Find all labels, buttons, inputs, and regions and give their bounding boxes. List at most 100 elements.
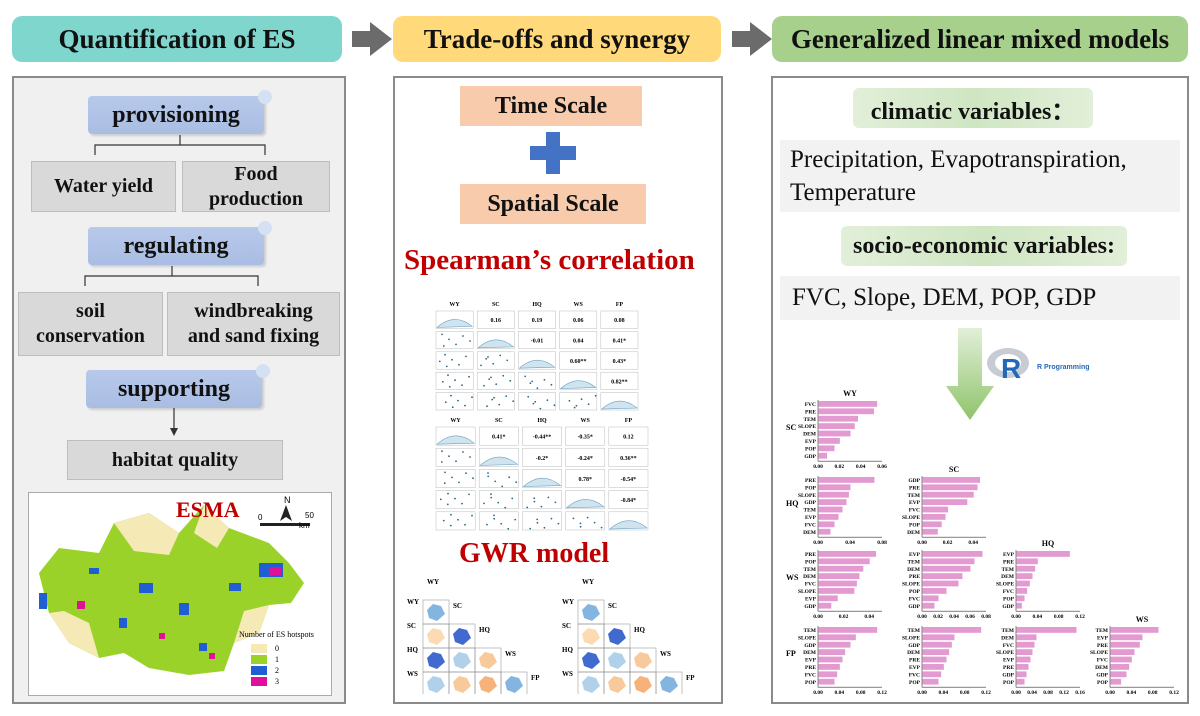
bar-category-label: SLOPE — [1090, 650, 1108, 656]
bar-category-label: PRE — [909, 658, 920, 664]
bar — [818, 558, 870, 565]
scatter-point — [447, 374, 449, 377]
gwr-col-label: SC — [453, 602, 462, 610]
header-tradeoffs: Trade-offs and synergy — [393, 16, 721, 62]
scatter-point — [515, 481, 518, 484]
bar-tick-label: 0.08 — [981, 614, 991, 620]
bar — [818, 602, 832, 609]
bar — [818, 649, 846, 655]
north-arrow-shape — [280, 505, 292, 521]
gwr-maps-2: WYWYSCSCHQHQWSWSFPFP — [562, 578, 695, 694]
scatter-point — [438, 360, 441, 363]
matrix-label: HQ — [532, 302, 542, 308]
correlation-value: 0.41* — [613, 339, 627, 345]
scatter-point — [457, 518, 459, 521]
matrix-cell — [478, 511, 519, 531]
matrix-cell — [565, 511, 606, 531]
supporting-label: supporting — [117, 375, 231, 402]
gwr-cell — [500, 671, 528, 694]
bar-category-label: PRE — [1003, 665, 1014, 671]
scatter-point — [441, 333, 443, 336]
matrix-cell — [435, 469, 476, 488]
bar — [818, 491, 849, 498]
bar — [818, 408, 874, 415]
gwr-row-label: WS — [562, 670, 573, 678]
socio-text: socio-economic variables: — [853, 232, 1115, 259]
food-production-box: Food production — [182, 161, 330, 212]
gwr-map-shape — [427, 676, 445, 693]
header-glmm-label: Generalized linear mixed models — [790, 23, 1170, 54]
bar-tick-label: 0.06 — [965, 614, 975, 620]
windbreaking-box: windbreaking and sand fixing — [167, 292, 340, 356]
scatter-point — [546, 399, 549, 402]
bar-category-label: TEM — [803, 417, 816, 423]
bar-tick-label: 0.00 — [1011, 690, 1021, 696]
scatter-point — [454, 497, 456, 500]
arrow-right-icon — [732, 22, 772, 56]
water-yield-label: Water yield — [53, 175, 154, 197]
bar-tick-label: 0.06 — [877, 464, 887, 470]
matrix-label: WS — [581, 418, 591, 424]
scatter-point — [495, 383, 498, 386]
bar-category-label: EVP — [909, 552, 921, 558]
bar-category-label: GDP — [804, 454, 816, 460]
matrix-cell — [600, 371, 639, 390]
gwr-row-label: WY — [562, 598, 574, 606]
soil-conservation-label: soil conservation — [36, 300, 145, 347]
bar-tick-label: 0.04 — [1027, 690, 1037, 696]
bar-category-label: GDP — [908, 478, 920, 484]
scatter-point — [465, 355, 467, 358]
matrix-cell — [559, 371, 598, 390]
bar-category-label: DEM — [1001, 635, 1015, 641]
scatter-point — [504, 506, 507, 509]
down-arrow-icon — [946, 328, 994, 420]
matrix-cell — [435, 331, 474, 350]
gwr-col-label: HQ — [479, 626, 490, 634]
matrix-cell — [522, 447, 562, 467]
bar-tick-label: 0.02 — [835, 464, 845, 470]
bar-chart-title: WY — [843, 389, 857, 398]
scatter-point — [498, 403, 501, 406]
bar-tick-label: 0.00 — [917, 540, 927, 546]
scatter-point — [543, 378, 546, 381]
scatter-point — [480, 364, 482, 367]
matrix-cell — [435, 426, 476, 446]
bar-tick-label: 0.08 — [1043, 690, 1053, 696]
bar-category-label: EVP — [805, 439, 817, 445]
scatter-point — [445, 365, 448, 368]
scatter-point — [464, 523, 466, 526]
scatter-point — [529, 527, 532, 530]
bar-tick-label: 0.12 — [877, 690, 887, 696]
scatter-point — [468, 493, 470, 496]
bar — [1016, 641, 1035, 648]
gwr-map-shape — [608, 628, 626, 645]
scatter-point — [444, 401, 447, 404]
gwr-map-shape — [660, 676, 678, 693]
bar-tick-label: 0.02 — [943, 540, 953, 546]
scatter-point — [462, 335, 464, 337]
scatter-point — [441, 450, 443, 453]
density-curve — [565, 499, 605, 509]
bar-category-label: POP — [805, 680, 817, 686]
bar — [1016, 678, 1025, 685]
matrix-cell — [600, 351, 639, 370]
bar-category-label: TEM — [1001, 567, 1014, 573]
matrix-cell — [435, 447, 476, 467]
bar-tick-label: 0.00 — [917, 614, 927, 620]
svg-text:R: R — [1001, 353, 1021, 384]
matrix-cell — [608, 490, 649, 510]
gwr-cell — [655, 671, 683, 694]
bar — [922, 671, 942, 678]
correlation-value: 0.78* — [578, 477, 592, 483]
bar-category-label: PRE — [909, 485, 920, 491]
scatter-point — [448, 385, 451, 388]
gwr-map-shape — [427, 604, 445, 621]
scatter-point — [486, 405, 488, 408]
correlation-value: -0.24* — [577, 456, 593, 462]
bar-category-label: TEM — [907, 559, 920, 565]
bar — [922, 588, 947, 594]
bar — [922, 506, 949, 513]
gwr-map-shape — [479, 652, 497, 669]
bar-chart-title: SC — [949, 465, 959, 474]
gwr-map-shape — [453, 652, 471, 669]
